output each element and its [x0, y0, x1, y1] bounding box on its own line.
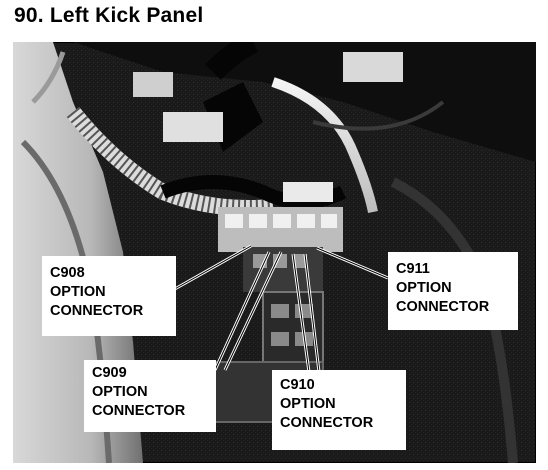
callout-c910: C910 OPTION CONNECTOR [272, 370, 406, 450]
callout-c909-code: C909 [92, 365, 127, 381]
callout-c908: C908 OPTION CONNECTOR [42, 256, 176, 336]
callout-c911-line2: CONNECTOR [396, 299, 490, 315]
callout-c911: C911 OPTION CONNECTOR [388, 252, 518, 330]
figure-title: 90. Left Kick Panel [14, 4, 204, 27]
callout-c910-line1: OPTION [280, 396, 336, 412]
callout-c908-line1: OPTION [50, 284, 106, 300]
callout-c909-line1: OPTION [92, 384, 148, 400]
callout-c908-code: C908 [50, 265, 85, 281]
callout-c911-line1: OPTION [396, 280, 452, 296]
callout-c909-line2: CONNECTOR [92, 403, 186, 419]
callout-c911-code: C911 [396, 261, 430, 277]
callout-c909: C909 OPTION CONNECTOR [84, 360, 216, 432]
callout-c910-line2: CONNECTOR [280, 415, 374, 431]
callout-c910-code: C910 [280, 377, 315, 393]
callout-c908-line2: CONNECTOR [50, 303, 144, 319]
